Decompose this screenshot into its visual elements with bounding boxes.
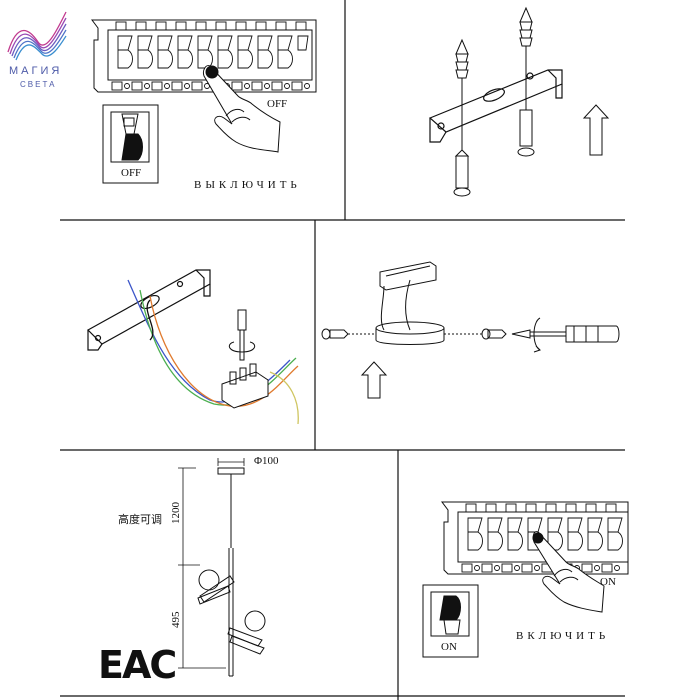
on-label-small: ON: [441, 641, 457, 653]
screw-right-icon: [444, 328, 507, 340]
diameter-label: Φ100: [254, 455, 279, 467]
arrow-up-icon: [582, 104, 610, 156]
dimension-1200: 1200: [170, 502, 182, 524]
brand-name: МАГИЯ: [9, 65, 63, 77]
screwdriver-horizontal-icon: [511, 317, 620, 353]
mounting-bracket: [428, 69, 563, 143]
screwdriver-icon: [228, 309, 256, 361]
hand-pointing-on-icon: [532, 531, 605, 613]
switch-off-caption: ВЫКЛЮЧИТЬ: [194, 179, 301, 191]
height-adjustable-label: 高度可调: [118, 514, 162, 526]
switch-on-caption: ВКЛЮЧИТЬ: [516, 630, 610, 642]
brand-subtitle: СВЕТА: [20, 80, 57, 89]
dimension-lines: [178, 458, 245, 669]
eac-certification-mark: ЕАС: [98, 643, 177, 687]
canopy-assembly: [375, 261, 445, 345]
switch-on-icon: [422, 584, 479, 658]
panel-grid: [60, 0, 625, 700]
arrow-up-small-icon: [360, 361, 388, 399]
brand-logo-icon: [7, 11, 67, 61]
wires: [127, 279, 299, 425]
off-label-large: OFF: [267, 98, 288, 110]
dimension-495: 495: [170, 611, 182, 629]
off-label-small: OFF: [121, 167, 142, 179]
hand-pointing-icon: [203, 65, 281, 153]
screw-left-icon: [321, 328, 375, 340]
terminal-block: [221, 363, 269, 409]
breaker-panel-off: [91, 19, 317, 93]
on-label-large: ON: [600, 576, 616, 588]
bracket-wired: [87, 269, 211, 351]
pendant-lamp: [197, 467, 266, 677]
switch-off-icon: [102, 104, 159, 184]
wall-plug-icon: [453, 6, 535, 197]
